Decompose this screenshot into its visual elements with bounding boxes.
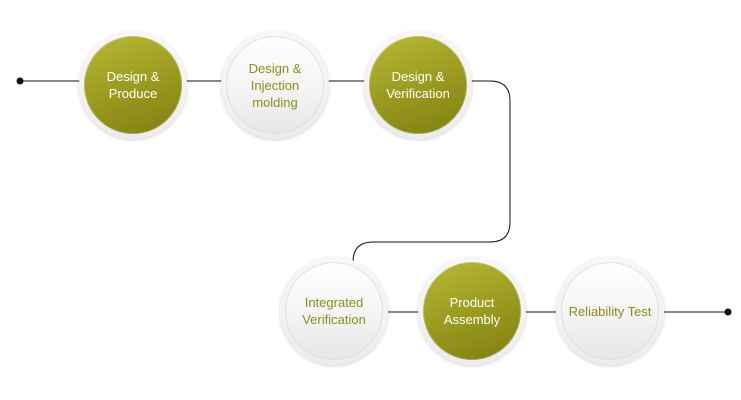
- step-core: [226, 36, 324, 134]
- step-core: [561, 262, 659, 360]
- step-integrated-verification: Integrated Verification: [280, 257, 388, 365]
- step-reliability-test: Reliability Test: [556, 257, 664, 365]
- step-label: Design & Verification: [386, 69, 450, 101]
- step-design-verification: Design & Verification: [364, 31, 472, 139]
- step-product-assembly: Product Assembly: [418, 257, 526, 365]
- step-label: Reliability Test: [568, 303, 652, 319]
- end-dot: [724, 308, 732, 316]
- step-design-produce: Design & Produce: [79, 31, 187, 139]
- step-label: Integrated Verification: [302, 295, 366, 327]
- step-design-injection-molding: Design & Injection molding: [221, 31, 329, 139]
- step-core: [369, 36, 467, 134]
- step-core: [285, 262, 383, 360]
- connector-3-4: [352, 80, 511, 263]
- step-label: Product Assembly: [443, 295, 501, 327]
- step-core: [423, 262, 521, 360]
- step-label: Design & Produce: [106, 69, 160, 101]
- start-dot: [16, 77, 24, 85]
- step-label: Design & Injection molding: [248, 60, 302, 110]
- step-core: [84, 36, 182, 134]
